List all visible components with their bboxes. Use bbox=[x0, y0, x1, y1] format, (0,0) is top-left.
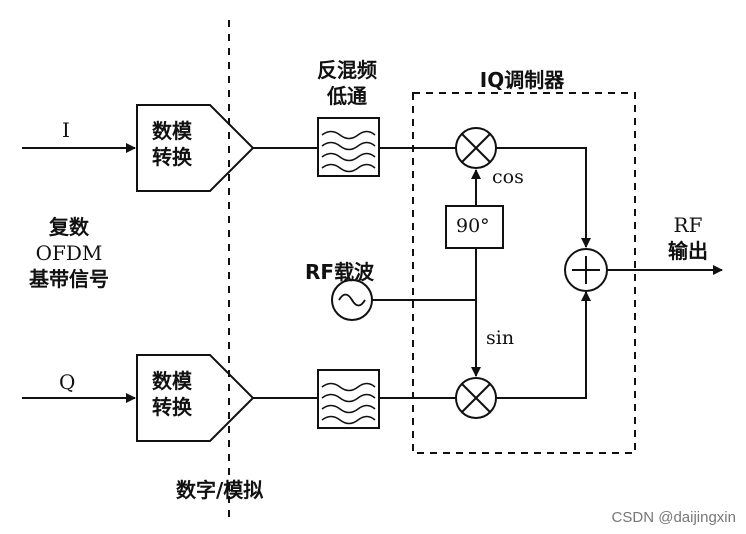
oscillator-icon bbox=[331, 279, 373, 321]
summer-icon bbox=[564, 248, 608, 292]
mixer-icon-i bbox=[455, 127, 497, 169]
rf-output-label-line1: RF bbox=[673, 213, 703, 237]
modulator-label: IQ调制器 bbox=[479, 68, 565, 92]
i-input-label: I bbox=[62, 118, 70, 142]
dac-label-q-line2: 转换 bbox=[152, 395, 192, 419]
dac-label-i-line1: 数模 bbox=[152, 119, 192, 143]
cos-label: cos bbox=[492, 166, 524, 188]
dac-label-q-line1: 数模 bbox=[152, 369, 192, 393]
sin-label: sin bbox=[486, 327, 515, 349]
lowpass-filter-icon-q bbox=[317, 369, 380, 429]
q-input-label: Q bbox=[59, 370, 76, 394]
q-mixer-to-summer-line bbox=[496, 291, 591, 399]
source-label-line1: 复数 bbox=[49, 215, 89, 239]
phase-shifter-label: 90° bbox=[456, 215, 490, 237]
iq-modulator-box bbox=[412, 92, 636, 454]
dac-block-i bbox=[136, 104, 255, 192]
source-label: 复数 OFDM 基带信号 bbox=[29, 214, 109, 292]
phase-shifter-box bbox=[445, 205, 504, 249]
lowpass-filter-icon-i bbox=[317, 117, 380, 177]
rf-output-label-line2: 输出 bbox=[668, 239, 708, 263]
i-mixer-to-summer-line bbox=[496, 147, 591, 248]
filter-label-line1: 反混频 bbox=[317, 58, 377, 82]
watermark: CSDN @daijingxin bbox=[611, 509, 736, 526]
dac-block-q bbox=[136, 354, 255, 442]
mixer-icon-q bbox=[455, 377, 497, 419]
dac-label-i: 数模 转换 bbox=[152, 118, 192, 170]
source-label-line3: 基带信号 bbox=[29, 267, 109, 291]
domain-label: 数字/模拟 bbox=[176, 478, 264, 502]
dac-label-i-line2: 转换 bbox=[152, 145, 192, 169]
dac-label-q: 数模 转换 bbox=[152, 368, 192, 420]
source-label-line2: OFDM bbox=[35, 241, 103, 265]
filter-label-line2: 低通 bbox=[327, 84, 367, 108]
rf-output-label: RF 输出 bbox=[668, 212, 708, 264]
carrier-label: RF载波 bbox=[305, 260, 375, 284]
filter-label: 反混频 低通 bbox=[317, 57, 377, 109]
